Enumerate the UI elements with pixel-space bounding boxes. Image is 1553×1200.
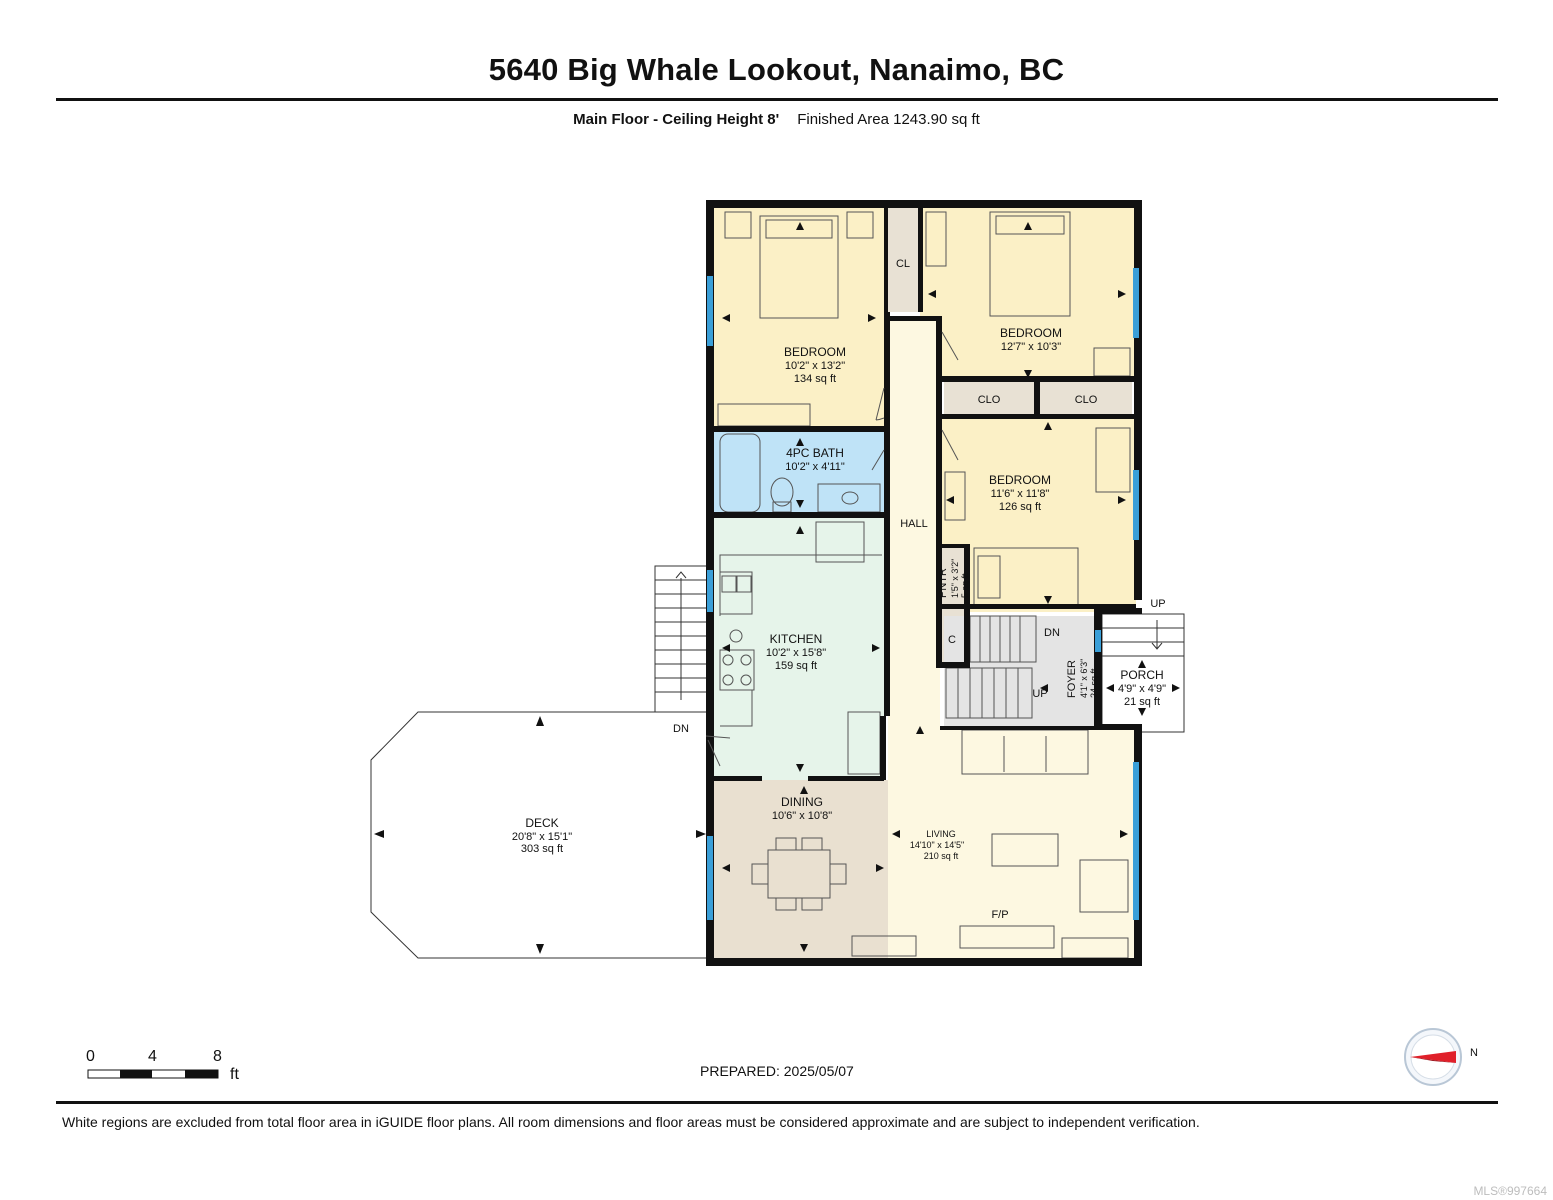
furniture	[717, 211, 1131, 959]
finished-area-label: Finished Area 1243.90 sq ft	[797, 111, 980, 128]
bedroom-3-area: 126 sq ft	[999, 501, 1041, 513]
scale-tick-4: 4	[148, 1048, 157, 1065]
scale-bar	[87, 1069, 219, 1079]
deck-dims: 20'8" x 15'1"	[512, 831, 572, 843]
deck-stairs	[654, 565, 708, 713]
prepared-date: PREPARED: 2025/05/07	[700, 1063, 854, 1079]
foyer-stairs-up-label: UP	[1032, 688, 1047, 700]
scale-tick-0: 0	[86, 1048, 95, 1065]
kitchen-area: 159 sq ft	[775, 660, 817, 672]
bedroom-3-dims: 11'6" x 11'8"	[991, 488, 1050, 500]
deck-area: 303 sq ft	[521, 843, 563, 855]
porch-steps	[1102, 620, 1184, 657]
dimension-arrows	[374, 222, 1180, 954]
dining-dims: 10'6" x 10'8"	[772, 810, 832, 822]
footer-divider	[56, 1101, 1498, 1104]
foyer-label: FOYER	[1066, 660, 1078, 698]
bedroom-1-area: 134 sq ft	[794, 373, 836, 385]
porch-label: PORCH	[1120, 668, 1163, 682]
dining-label: DINING	[781, 795, 823, 809]
bedroom-3-label: BEDROOM	[989, 473, 1051, 487]
scale-unit: ft	[230, 1066, 239, 1083]
closet-clo-2-fill	[1040, 382, 1132, 416]
mls-watermark: MLS®997664	[1473, 1184, 1547, 1198]
bedroom-1-dims: 10'2" x 13'2"	[785, 360, 845, 372]
doors	[705, 331, 959, 767]
bedroom-1-fill	[712, 206, 884, 428]
scale-tick-8: 8	[213, 1048, 222, 1065]
porch-stairs-up-label: UP	[1150, 598, 1165, 610]
bedroom-2-dims: 12'7" x 10'3"	[1001, 341, 1061, 353]
foyer-label-group: FOYER 4'1" x 6'3" 24 sq ft	[1066, 659, 1099, 698]
header-divider	[56, 98, 1498, 101]
living-fill	[888, 728, 1136, 960]
hall-fill	[888, 316, 940, 728]
foyer-area: 24 sq ft	[1089, 668, 1099, 698]
pantry-label: PNTR	[937, 568, 949, 598]
kitchen-dims: 10'2" x 15'8"	[766, 647, 826, 659]
closet-c-label: C	[948, 634, 956, 646]
bedroom-1-label: BEDROOM	[784, 345, 846, 359]
fireplace-label: F/P	[991, 909, 1008, 921]
bath-label: 4PC BATH	[786, 446, 844, 460]
compass-icon	[1404, 1028, 1462, 1086]
closet-clo-2-label: CLO	[1075, 394, 1098, 406]
pantry-dims: 1'5" x 3'2"	[950, 559, 960, 598]
closet-cl-fill	[884, 206, 920, 312]
foyer-dims: 4'1" x 6'3"	[1079, 659, 1089, 698]
closet-cl-label: CL	[896, 258, 910, 270]
disclaimer: White regions are excluded from total fl…	[62, 1114, 1200, 1130]
floor-label: Main Floor - Ceiling Height 8'	[573, 111, 780, 128]
living-label: LIVING	[926, 829, 956, 839]
plan-title: 5640 Big Whale Lookout, Nanaimo, BC	[488, 52, 1065, 87]
plan-subtitle: Main Floor - Ceiling Height 8' Finished A…	[0, 111, 1553, 128]
bedroom-2-label: BEDROOM	[1000, 326, 1062, 340]
hall-label: HALL	[900, 518, 928, 530]
foyer-stairs	[945, 615, 1037, 719]
living-area: 210 sq ft	[924, 851, 959, 861]
pantry-area: 5 sq ft	[960, 573, 970, 598]
living-dims: 14'10" x 14'5"	[910, 840, 964, 850]
pantry-label-group: PNTR 1'5" x 3'2" 5 sq ft	[937, 559, 970, 598]
closet-clo-1-fill	[944, 382, 1034, 416]
deck-stairs-dn-label: DN	[673, 723, 689, 735]
bath-dims: 10'2" x 4'11"	[785, 461, 845, 473]
porch-area: 21 sq ft	[1124, 696, 1160, 708]
foyer-stairs-dn-label: DN	[1044, 627, 1060, 639]
bedroom-2-fill	[920, 206, 1136, 378]
compass-label: N	[1470, 1047, 1478, 1059]
bedroom-3-fill	[940, 416, 1136, 612]
dining-fill	[712, 780, 888, 960]
deck-label: DECK	[525, 816, 558, 830]
porch-dims: 4'9" x 4'9"	[1118, 683, 1166, 695]
windows	[707, 268, 1139, 920]
kitchen-label: KITCHEN	[770, 632, 823, 646]
closet-clo-1-label: CLO	[978, 394, 1001, 406]
